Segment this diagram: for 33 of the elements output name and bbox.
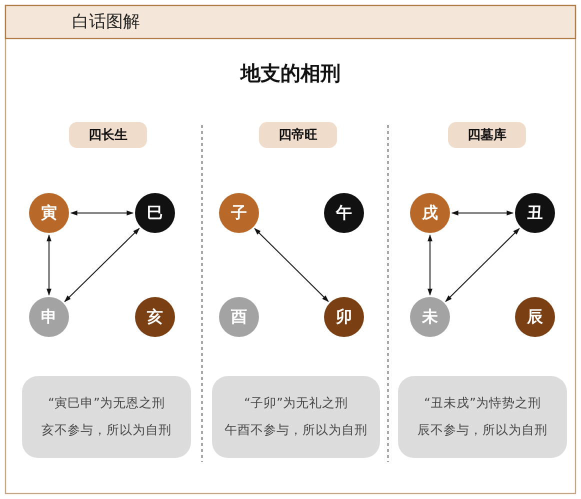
branch-circle: 子 (219, 193, 259, 233)
branch-circle: 巳 (135, 193, 175, 233)
branch-circle: 寅 (29, 193, 69, 233)
note-text: 午酉不参与，所以为自刑 (224, 422, 368, 439)
note-text: 亥不参与，所以为自刑 (42, 422, 172, 439)
branch-circle: 午 (324, 193, 364, 233)
branch-circle: 辰 (515, 297, 555, 337)
branch-circle: 亥 (135, 297, 175, 337)
note-card (398, 376, 567, 458)
double-arrow (445, 228, 520, 302)
branch-circle: 未 (410, 297, 450, 337)
note-text: 辰不参与，所以为自刑 (418, 422, 548, 439)
double-arrow (46, 234, 52, 296)
branch-circle: 丑 (515, 193, 555, 233)
header-label: 白话图解 (72, 11, 140, 33)
group-heading: 四帝旺 (259, 122, 337, 148)
double-arrow (70, 210, 134, 216)
branch-circle: 戌 (410, 193, 450, 233)
group-heading: 四长生 (69, 122, 147, 148)
note-text: “丑未戌”为恃势之刑 (424, 395, 541, 412)
branch-circle: 酉 (219, 297, 259, 337)
diagram-title: 地支的相刑 (238, 60, 342, 87)
group-heading: 四墓库 (448, 122, 526, 148)
double-arrow (254, 228, 329, 302)
double-arrow (451, 210, 514, 216)
branch-circle: 卯 (324, 297, 364, 337)
double-arrow (428, 234, 432, 296)
note-card (212, 376, 380, 458)
branch-circle: 申 (29, 297, 69, 337)
note-text: “子卯”为无礼之刑 (244, 395, 348, 412)
note-text: “寅巳申”为无恩之刑 (48, 395, 165, 412)
double-arrow (64, 228, 140, 302)
note-card (22, 376, 191, 458)
